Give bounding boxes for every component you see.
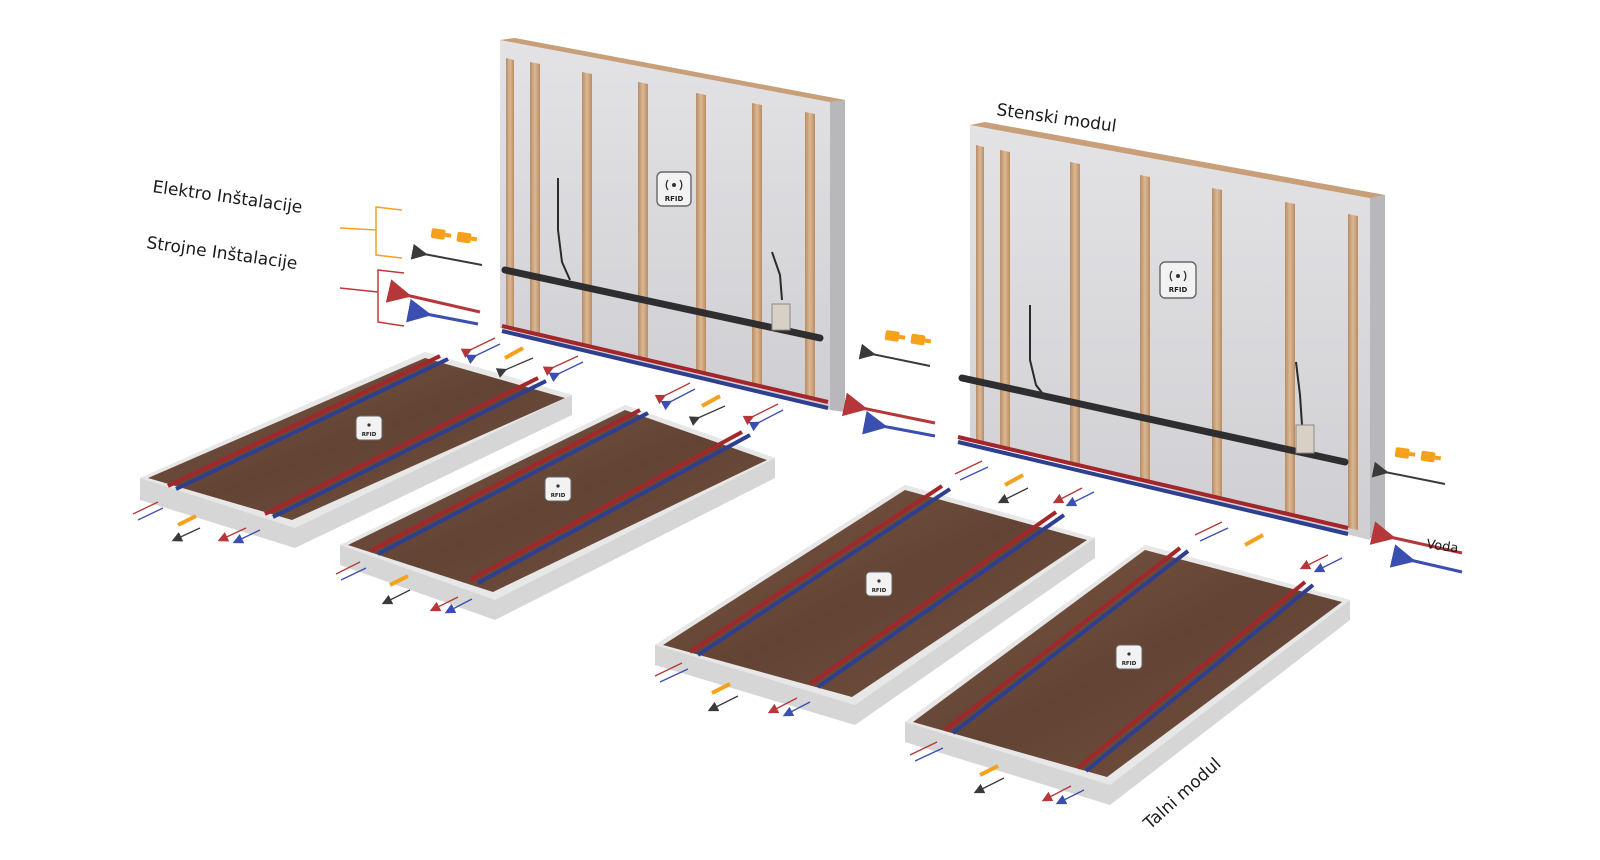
- connector-arrows-middle: [841, 330, 936, 438]
- wall-studs: [506, 58, 815, 398]
- rfid-tag: RFID: [544, 476, 572, 502]
- rfid-signal-icon: [1176, 274, 1180, 278]
- arrow-cluster: [909, 741, 1085, 805]
- plug-connector-icon: [430, 228, 478, 244]
- floor-pipes: [369, 408, 751, 585]
- floor-pipes: [943, 546, 1315, 773]
- outlet-box-icon: [771, 303, 791, 331]
- legend: Elektro Inštalacije Strojne Inštalacije: [145, 177, 483, 327]
- arrow-cluster: [460, 337, 584, 383]
- rfid-tag: RFID: [355, 415, 383, 441]
- label-strojne-instalacije: Strojne Inštalacije: [145, 233, 298, 274]
- rfid-signal-icon: [672, 183, 676, 187]
- wall-module-left: RFID: [500, 38, 845, 412]
- floor-module-4: RFID: [905, 545, 1350, 805]
- floor-pipes: [167, 354, 547, 519]
- arrow-cluster: [654, 382, 784, 432]
- flow-arrow-icon: [410, 243, 483, 266]
- wall-pipe-cold: [957, 440, 1349, 536]
- flow-arrow-icon: [406, 298, 479, 326]
- rfid-tag: RFID: [1159, 261, 1197, 299]
- bracket-electric: [339, 206, 403, 259]
- floor-module-2: RFID: [340, 405, 775, 620]
- wall-studs: [976, 145, 1358, 530]
- rfid-label: RFID: [1169, 286, 1188, 294]
- rfid-label: RFID: [1122, 661, 1137, 667]
- conduit-pipe: [501, 266, 824, 342]
- outlet-box-icon: [1295, 424, 1315, 454]
- rfid-label: RFID: [872, 588, 887, 594]
- rfid-tag: RFID: [1115, 644, 1143, 670]
- electric-cable: [557, 178, 571, 281]
- wall-pipe-cold: [501, 329, 829, 410]
- connector-arrows-right: Voda: [1369, 447, 1463, 574]
- small-connection-arrows: [132, 337, 1343, 805]
- wall-pipe-hot: [501, 324, 829, 404]
- arrow-cluster: [1194, 521, 1343, 573]
- rfid-label: RFID: [551, 493, 566, 499]
- label-elektro-instalacije: Elektro Inštalacije: [151, 177, 303, 218]
- rfid-label: RFID: [665, 195, 684, 203]
- floor-pipes: [688, 484, 1066, 689]
- wall-pipe-hot: [957, 435, 1349, 530]
- flow-arrow-icon: [385, 279, 481, 314]
- plug-connector-icon: [1394, 447, 1442, 463]
- arrow-cluster: [654, 662, 811, 717]
- rfid-tag: RFID: [865, 571, 893, 597]
- arrow-cluster: [132, 501, 261, 544]
- arrow-cluster: [335, 561, 473, 614]
- floor-module-1: RFID: [140, 352, 572, 548]
- rfid-label: RFID: [362, 432, 377, 438]
- rfid-tag: RFID: [656, 171, 692, 207]
- plug-connector-icon: [884, 330, 932, 346]
- bracket-mechanical: [339, 269, 405, 327]
- arrow-cluster: [954, 460, 1095, 507]
- label-voda: Voda: [1425, 537, 1459, 556]
- conduit-pipe: [958, 374, 1349, 466]
- wall-module-right: RFID: [957, 122, 1385, 540]
- floor-module-3: RFID: [655, 484, 1095, 725]
